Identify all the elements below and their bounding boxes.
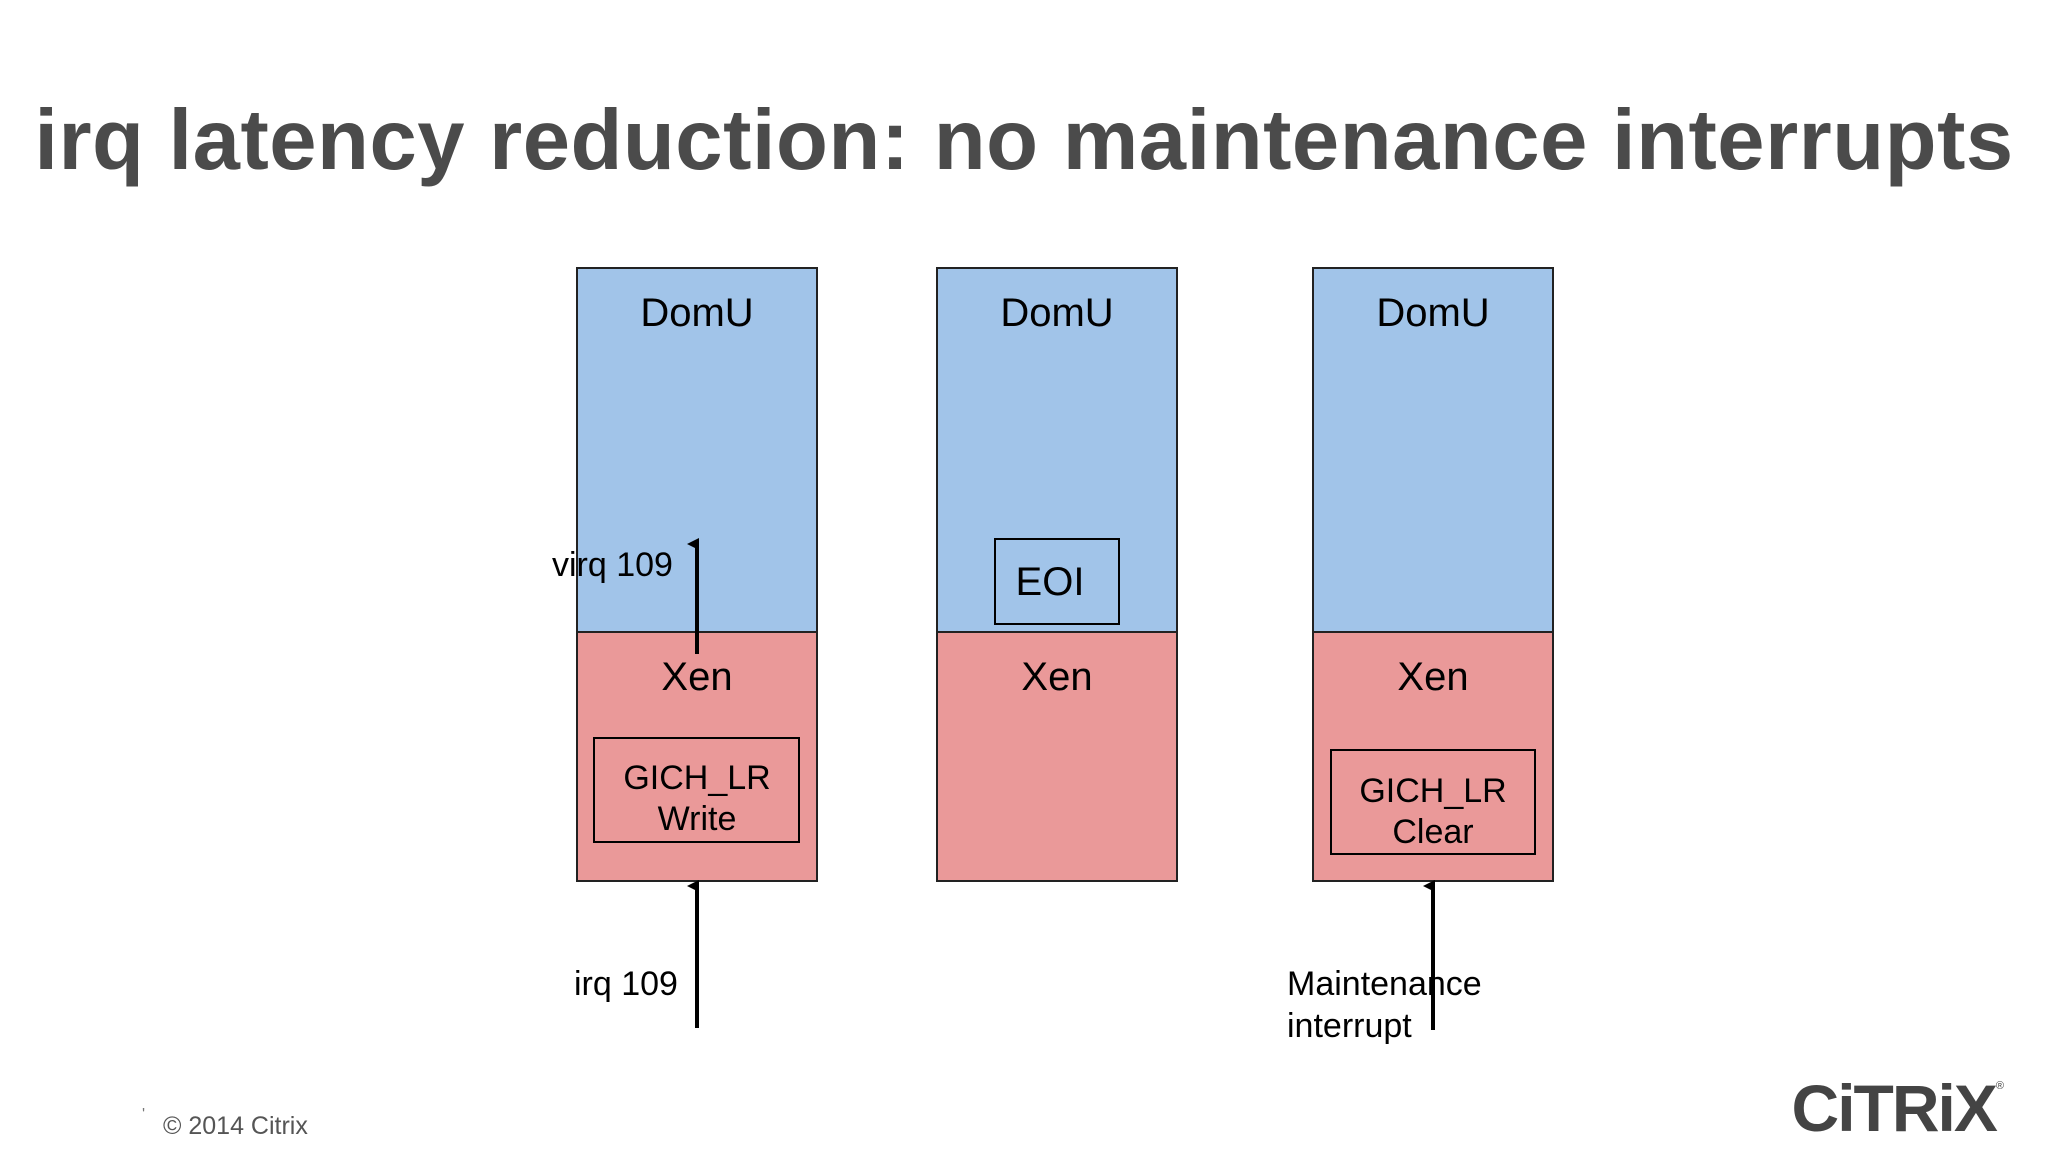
- gich-lr-clear-box: [1330, 749, 1536, 855]
- gich-lr-clear-line2: Clear: [1392, 813, 1473, 851]
- xen-label: Xen: [661, 655, 732, 699]
- footer-tick-mark: ': [142, 1106, 146, 1123]
- xen-region: [936, 631, 1178, 882]
- copyright-footer: © 2014 Citrix: [163, 1112, 308, 1140]
- column-1: DomU Xen GICH_LR Write virq 109 irq 109: [552, 267, 818, 1028]
- gich-lr-clear-line1: GICH_LR: [1359, 772, 1506, 810]
- gich-lr-write-line2: Write: [658, 800, 737, 838]
- domu-label: DomU: [640, 291, 753, 335]
- xen-label: Xen: [1397, 655, 1468, 699]
- domu-label: DomU: [1000, 291, 1113, 335]
- domu-region: [936, 267, 1178, 633]
- maintenance-label-line2: interrupt: [1287, 1007, 1412, 1045]
- virq-label: virq 109: [552, 546, 673, 584]
- xen-label: Xen: [1021, 655, 1092, 699]
- irq-label: irq 109: [574, 965, 678, 1003]
- logo-wordmark: CiTRiX: [1791, 1071, 1998, 1145]
- column-2: DomU Xen EOI: [936, 267, 1178, 882]
- citrix-logo: CiTRiX®: [1792, 1070, 2004, 1150]
- registered-mark: ®: [1995, 1080, 2004, 1092]
- eoi-label: EOI: [1016, 560, 1085, 604]
- eoi-box: [994, 538, 1120, 625]
- maintenance-label-line1: Maintenance: [1287, 965, 1482, 1003]
- domu-region: [1312, 267, 1554, 633]
- slide-title: irq latency reduction: no maintenance in…: [34, 93, 2014, 188]
- gich-lr-write-box: [593, 737, 800, 843]
- xen-region: [1312, 631, 1554, 882]
- domu-label: DomU: [1376, 291, 1489, 335]
- gich-lr-write-line1: GICH_LR: [623, 759, 770, 797]
- column-3: DomU Xen GICH_LR Clear Maintenance inter…: [1287, 267, 1554, 1045]
